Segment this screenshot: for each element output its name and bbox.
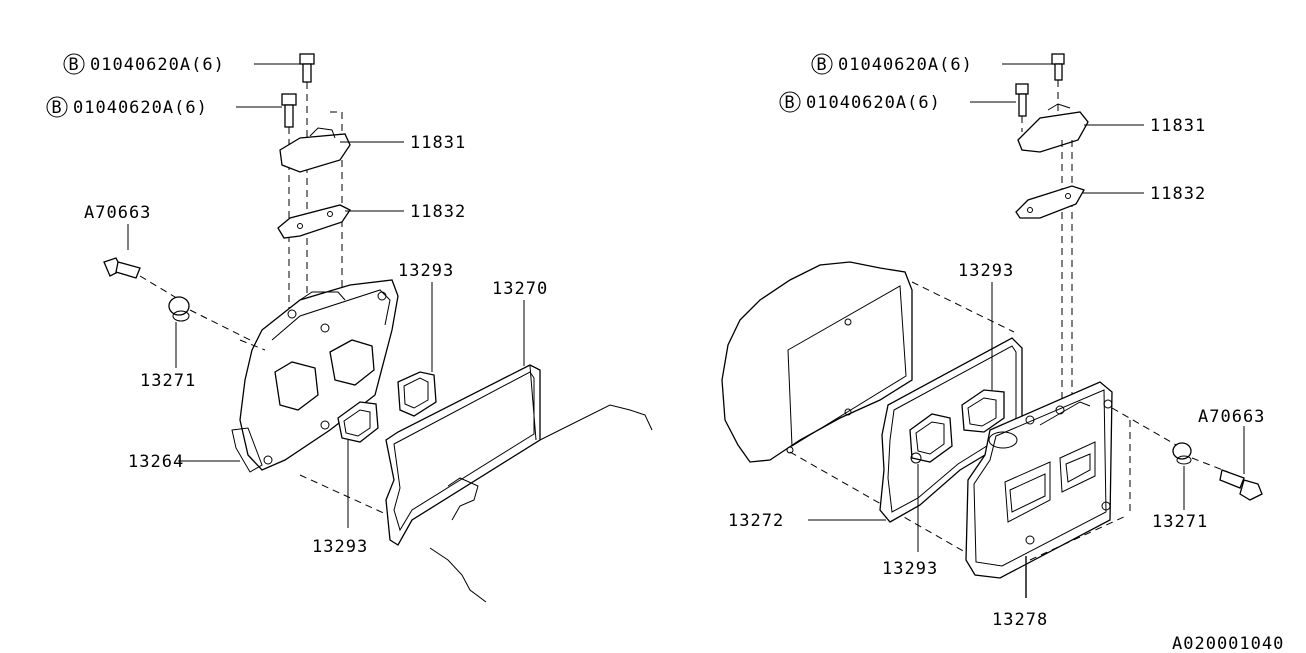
left-valve-cover [239, 279, 399, 471]
left-part-11832: 11832 [277, 202, 466, 239]
bolt-badge-text: B [816, 55, 827, 75]
left-label-13293-upper: 13293 [398, 261, 454, 281]
bolt-badge-text: B [68, 55, 79, 75]
left-bolt-mid-label: 01040620A(6) [73, 98, 208, 118]
bolt-badge-text: B [784, 93, 795, 113]
right-engine-outline [721, 261, 913, 463]
right-bolt-top-label: 01040620A(6) [838, 55, 973, 75]
left-bolt-top-part [299, 53, 315, 83]
right-part-13293-lower: 13293 [882, 413, 953, 579]
left-part-13293-lower: 13293 [312, 401, 379, 557]
left-engine-outline [429, 404, 653, 603]
right-bolt-mid-part [1015, 83, 1029, 117]
right-label-a70663: A70663 [1198, 407, 1265, 427]
left-assembly: B 01040620A(6) B 01040620A(6) 11831 [46, 53, 653, 603]
right-bolt-mid-label: 01040620A(6) [806, 93, 941, 113]
bolt-badge-circle [46, 96, 68, 118]
right-part-11831: 11831 [1017, 103, 1206, 153]
right-part-a70663: A70663 [1198, 407, 1265, 501]
left-label-13293-lower: 13293 [312, 537, 368, 557]
right-assembly: B 01040620A(6) B 01040620A(6) 11831 [721, 53, 1265, 630]
left-label-13264: 13264 [128, 452, 184, 472]
bolt-badge-circle [63, 53, 85, 75]
left-part-13271: 13271 [140, 296, 196, 391]
left-label-a70663: A70663 [84, 203, 151, 223]
left-label-11832: 11832 [410, 202, 466, 222]
left-bolt-top-callout: B 01040620A(6) [63, 53, 300, 75]
right-part-13293-upper: 13293 [958, 261, 1014, 433]
left-label-11831: 11831 [410, 133, 466, 153]
right-part-13278: 13278 [965, 381, 1113, 630]
left-part-13264: 13264 [128, 427, 263, 473]
bolt-badge-circle [779, 91, 801, 113]
right-part-11832: 11832 [1015, 184, 1206, 219]
right-bolt-top-part [1051, 53, 1065, 81]
left-part-11831: 11831 [279, 127, 466, 173]
bolt-badge-text: B [51, 98, 62, 118]
right-bolt-top-callout: B 01040620A(6) [811, 53, 1052, 75]
left-bolt-mid-callout: B 01040620A(6) [46, 96, 282, 118]
right-bolt-mid-callout: B 01040620A(6) [779, 91, 1016, 113]
left-label-13270: 13270 [492, 279, 548, 299]
left-part-13293-upper: 13293 [397, 261, 454, 417]
left-part-13270: 13270 [385, 279, 548, 546]
left-bolt-top-label: 01040620A(6) [90, 55, 225, 75]
bolt-badge-circle [811, 53, 833, 75]
right-label-13293-lower: 13293 [882, 559, 938, 579]
right-label-13271: 13271 [1152, 512, 1208, 532]
right-label-11832: 11832 [1150, 184, 1206, 204]
left-bolt-mid-part [281, 93, 297, 128]
right-label-13293-upper: 13293 [958, 261, 1014, 281]
right-part-13271: 13271 [1111, 407, 1208, 532]
right-label-13278: 13278 [992, 610, 1048, 630]
right-label-13272: 13272 [728, 511, 784, 531]
right-label-11831: 11831 [1150, 116, 1206, 136]
left-part-a70663: A70663 [84, 203, 151, 279]
diagram-code: A020001040 [1172, 634, 1284, 653]
left-label-13271: 13271 [140, 371, 196, 391]
